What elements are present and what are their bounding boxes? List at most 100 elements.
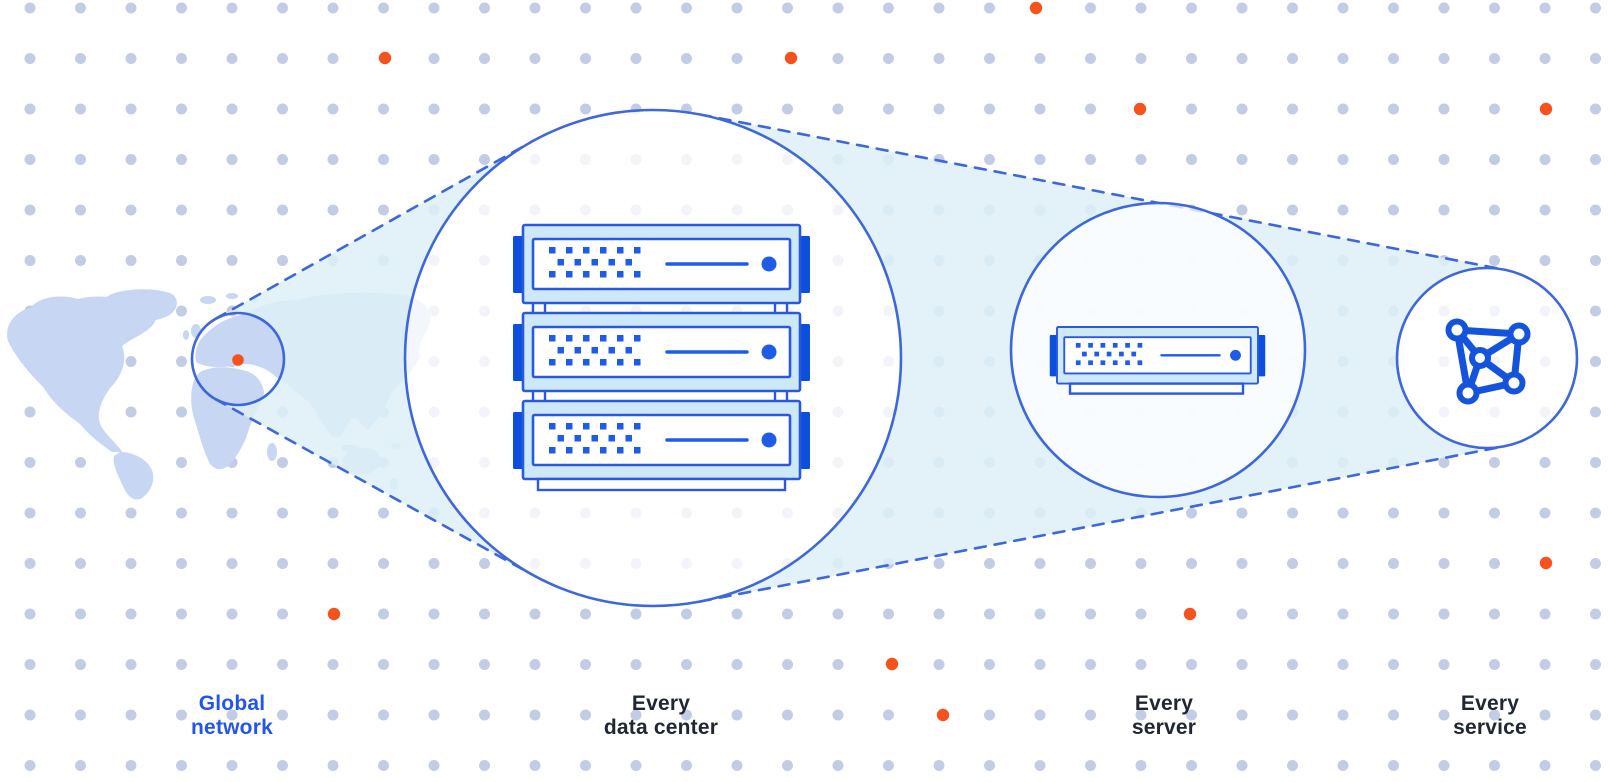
grid-dot [1539, 2, 1551, 14]
grid-dot [1590, 255, 1601, 266]
grid-dot [277, 760, 288, 771]
grid-dot [580, 2, 591, 14]
grid-dot [24, 2, 36, 14]
grid-dot [226, 709, 238, 721]
grid-dot [883, 608, 894, 620]
grid-dot [1236, 154, 1248, 165]
grid-dot [1085, 154, 1096, 165]
grid-dot [1186, 103, 1197, 115]
grid-dot [1236, 760, 1248, 771]
grid-dot [1489, 457, 1500, 468]
grid-dot [1539, 255, 1551, 266]
grid-dot [1590, 305, 1601, 317]
grid-dot [1388, 608, 1399, 620]
grid-dot [1438, 154, 1450, 165]
grid-dot [681, 53, 692, 64]
grid-dot [1388, 53, 1399, 64]
grid-dot [1236, 659, 1248, 670]
grid-dot [428, 154, 440, 165]
grid-dot [277, 709, 288, 721]
grid-dot [984, 53, 995, 64]
grid-dot [327, 204, 339, 216]
grid-dot [75, 760, 86, 771]
grid-dot [731, 53, 743, 64]
grid-dot [933, 760, 945, 771]
grid-dot [226, 204, 238, 216]
grid-dot [984, 608, 995, 620]
grid-dot [24, 103, 36, 115]
north-america [7, 296, 156, 452]
grid-dot [479, 709, 490, 721]
grid-dot [277, 103, 288, 115]
grid-dot [529, 709, 541, 721]
grid-dot [1388, 558, 1399, 569]
grid-dot [1388, 709, 1399, 721]
label-line: Every [1134, 692, 1194, 715]
orange-accent-dot [1133, 102, 1147, 116]
server-icon [1048, 325, 1267, 395]
grid-dot [1337, 608, 1349, 620]
grid-dot [1489, 2, 1500, 14]
label-line: Global [198, 692, 266, 715]
grid-dot [883, 709, 894, 721]
grid-dot [1590, 103, 1601, 115]
grid-dot [1287, 558, 1298, 569]
grid-dot [731, 608, 743, 620]
grid-dot [933, 103, 945, 115]
madagascar [267, 443, 277, 461]
orange-accent-dot [1539, 102, 1553, 116]
grid-dot [1438, 2, 1450, 14]
grid-dot [428, 709, 440, 721]
grid-dot [1438, 457, 1450, 468]
grid-dot [24, 608, 36, 620]
grid-dot [630, 608, 642, 620]
grid-dot [1539, 709, 1551, 721]
network-mesh-icon [1445, 318, 1531, 405]
grid-dot [1287, 154, 1298, 165]
grid-dot [1337, 760, 1349, 771]
grid-dot [1337, 53, 1349, 64]
grid-dot [580, 709, 591, 721]
grid-dot [1539, 154, 1551, 165]
grid-dot [226, 760, 238, 771]
grid-dot [1287, 204, 1298, 216]
grid-dot [277, 507, 288, 519]
grid-dot [1186, 154, 1197, 165]
grid-dot [984, 103, 995, 115]
grid-dot [1135, 154, 1147, 165]
grid-dot [277, 457, 288, 468]
grid-dot [984, 659, 995, 670]
grid-dot [75, 709, 86, 721]
grid-dot [782, 103, 793, 115]
grid-dot [1034, 154, 1046, 165]
grid-dot [1186, 760, 1197, 771]
grid-dot [1539, 608, 1551, 620]
grid-dot [1590, 507, 1601, 519]
grid-dot [1287, 103, 1298, 115]
grid-dot [580, 103, 591, 115]
grid-dot [1489, 659, 1500, 670]
grid-dot [24, 760, 36, 771]
grid-dot [378, 709, 389, 721]
grid-dot [176, 659, 187, 670]
grid-dot [125, 507, 137, 519]
grid-dot [1085, 608, 1096, 620]
grid-dot [984, 2, 995, 14]
grid-dot [933, 608, 945, 620]
location-pin-icon [232, 354, 244, 366]
grid-dot [378, 204, 389, 216]
grid-dot [277, 255, 288, 266]
grid-dot [1539, 659, 1551, 670]
grid-dot [1590, 760, 1601, 771]
label-line: server [1131, 716, 1197, 739]
grid-dot [226, 103, 238, 115]
grid-dot [1236, 103, 1248, 115]
grid-dot [1236, 558, 1248, 569]
grid-dot [1438, 659, 1450, 670]
grid-dot [378, 154, 389, 165]
grid-dot [24, 204, 36, 216]
grid-dot [75, 608, 86, 620]
grid-dot [1337, 2, 1349, 14]
